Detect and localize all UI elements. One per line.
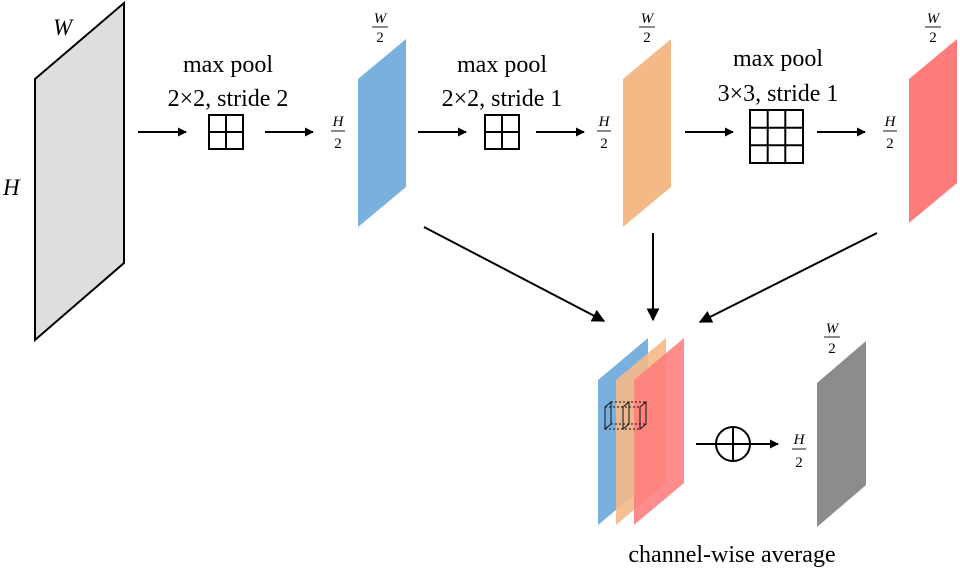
map-2-width-numerator: W bbox=[641, 11, 655, 27]
output-height-fraction: H 2 bbox=[792, 432, 806, 471]
map-2-width-fraction: W 2 bbox=[639, 11, 655, 46]
input-height-label: H bbox=[2, 175, 21, 200]
pool-3-name-label: max pool bbox=[733, 46, 823, 72]
map-3-height-fraction: H 2 bbox=[883, 114, 897, 152]
output-height-denominator: 2 bbox=[795, 455, 803, 471]
map-1-height-numerator: H bbox=[332, 114, 345, 130]
circled-plus-icon bbox=[715, 426, 751, 462]
pool-2-spec-label: 2×2, stride 1 bbox=[442, 86, 563, 112]
map-1-width-denominator: 2 bbox=[376, 30, 384, 46]
map-3-width-denominator: 2 bbox=[929, 30, 937, 46]
pool-3-kernel-grid-icon bbox=[749, 109, 804, 164]
output-feature-map bbox=[817, 341, 866, 527]
arrow-map-3-to-stack bbox=[698, 232, 878, 323]
output-width-denominator: 2 bbox=[828, 341, 836, 357]
map-2-height-fraction: H 2 bbox=[597, 114, 611, 152]
map-1-height-fraction: H 2 bbox=[331, 114, 345, 152]
input-width-label: W bbox=[53, 15, 74, 40]
feature-map-3 bbox=[909, 39, 957, 223]
map-3-height-denominator: 2 bbox=[886, 136, 894, 152]
map-1-width-fraction: W 2 bbox=[372, 11, 388, 46]
channel-wise-average-caption: channel-wise average bbox=[628, 542, 835, 568]
input-feature-map bbox=[34, 0, 125, 343]
feature-map-1 bbox=[358, 39, 406, 227]
pool-1-spec-label: 2×2, stride 2 bbox=[168, 86, 289, 112]
pool-1-name-label: max pool bbox=[183, 52, 273, 78]
pool-3-spec-label: 3×3, stride 1 bbox=[718, 81, 839, 107]
stacked-map-red bbox=[634, 338, 684, 525]
map-3-height-numerator: H bbox=[884, 114, 897, 130]
map-2-width-denominator: 2 bbox=[643, 30, 651, 46]
pool-2-kernel-grid-icon bbox=[484, 114, 520, 150]
feature-map-2 bbox=[623, 39, 671, 227]
output-width-numerator: W bbox=[826, 321, 840, 337]
stacked-feature-maps bbox=[598, 338, 684, 525]
pool-1-kernel-grid-icon bbox=[208, 114, 244, 150]
map-3-width-fraction: W 2 bbox=[925, 11, 941, 46]
map-2-height-numerator: H bbox=[598, 114, 611, 130]
output-width-fraction: W 2 bbox=[824, 321, 840, 357]
map-1-height-denominator: 2 bbox=[334, 136, 342, 152]
pixel-column-icon bbox=[604, 400, 647, 431]
pool-2-name-label: max pool bbox=[457, 52, 547, 78]
map-2-height-denominator: 2 bbox=[600, 136, 608, 152]
map-3-width-numerator: W bbox=[927, 11, 941, 27]
map-1-width-numerator: W bbox=[374, 11, 388, 27]
output-height-numerator: H bbox=[793, 432, 806, 448]
arrow-map-1-to-stack bbox=[423, 226, 606, 322]
